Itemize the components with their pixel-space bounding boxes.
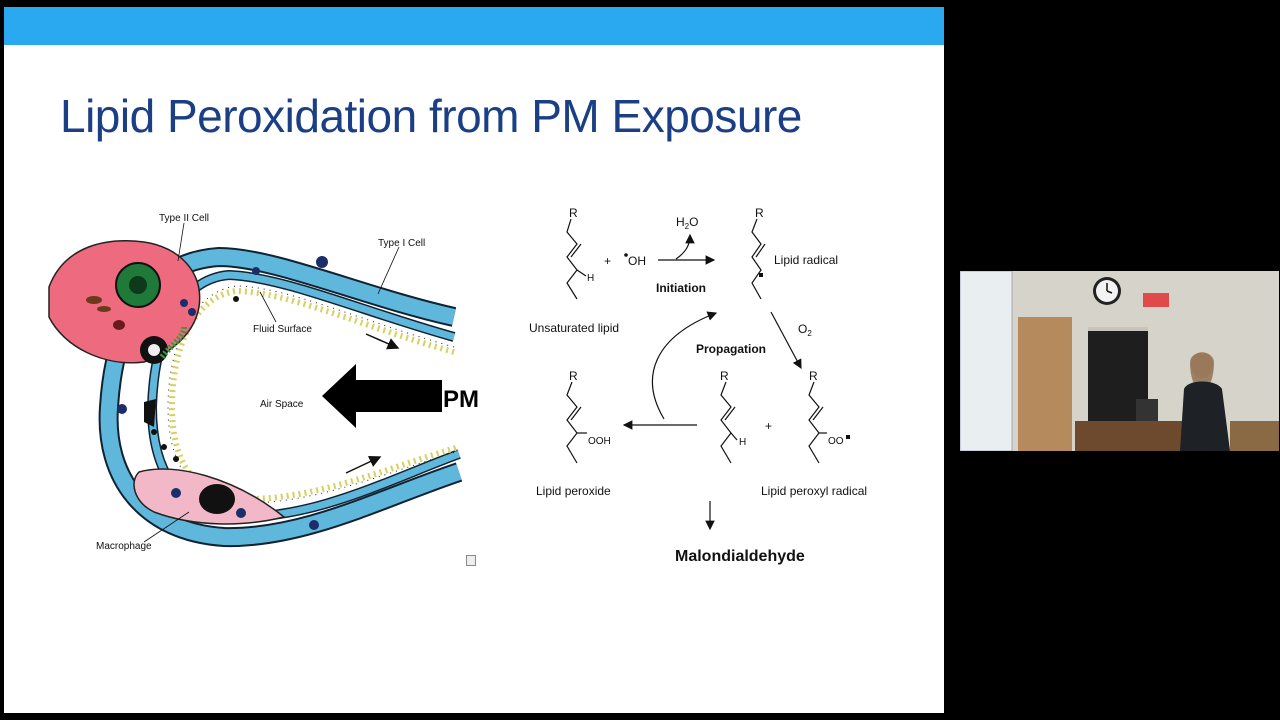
mouse-cursor-icon — [466, 555, 476, 566]
label-lipid-peroxyl-radical: Lipid peroxyl radical — [761, 484, 867, 498]
door-left — [1018, 317, 1072, 451]
water-formula: H2O — [676, 215, 698, 231]
plus-sign-1: + — [604, 254, 611, 268]
atom-r-3: R — [569, 369, 578, 383]
laptop-icon — [1136, 399, 1158, 421]
label-fluid-surface: Fluid Surface — [253, 324, 312, 335]
reaction-labels: R R R R R H H OOH OO + OH H2O Initiation… — [529, 206, 867, 565]
label-macrophage: Macrophage — [96, 541, 152, 552]
speaker-body — [1180, 381, 1230, 451]
label-pm: PM — [443, 386, 479, 413]
label-ooh: OOH — [588, 436, 611, 447]
atom-r-2: R — [755, 206, 764, 220]
speaker-video-thumbnail[interactable] — [960, 271, 1279, 451]
slide-header-bar — [4, 7, 944, 45]
label-propagation: Propagation — [696, 342, 766, 356]
label-initiation: Initiation — [656, 281, 706, 295]
pm-arrow-icon — [322, 364, 442, 428]
oxygen-formula: O2 — [798, 322, 812, 338]
label-lipid-radical: Lipid radical — [774, 253, 838, 267]
slide-title: Lipid Peroxidation from PM Exposure — [60, 90, 802, 142]
label-type2-cell: Type II Cell — [159, 213, 209, 224]
atom-r-4: R — [720, 369, 729, 383]
atom-r-1: R — [569, 206, 578, 220]
speaker-video-scene — [960, 271, 1279, 451]
slide-diagram: Type II Cell Type I Cell Fluid Surface A… — [48, 206, 867, 565]
presentation-slide: Lipid Peroxidation from PM Exposure — [4, 7, 944, 713]
exit-sign-icon — [1143, 293, 1169, 307]
atom-h-2: H — [739, 437, 746, 448]
plus-sign-2: + — [765, 419, 772, 433]
podium — [1075, 421, 1185, 451]
label-lipid-peroxide: Lipid peroxide — [536, 484, 611, 498]
label-unsaturated-lipid: Unsaturated lipid — [529, 321, 619, 335]
label-type1-cell: Type I Cell — [378, 238, 425, 249]
label-malondialdehyde: Malondialdehyde — [675, 548, 805, 565]
alveolus-illustration: Type II Cell Type I Cell Fluid Surface A… — [48, 213, 479, 552]
label-oo: OO — [828, 436, 844, 447]
label-air-space: Air Space — [260, 399, 304, 410]
atom-h-1: H — [587, 273, 594, 284]
atom-r-5: R — [809, 369, 818, 383]
label-hydroxyl: OH — [628, 254, 646, 268]
reaction-scheme — [566, 218, 827, 531]
